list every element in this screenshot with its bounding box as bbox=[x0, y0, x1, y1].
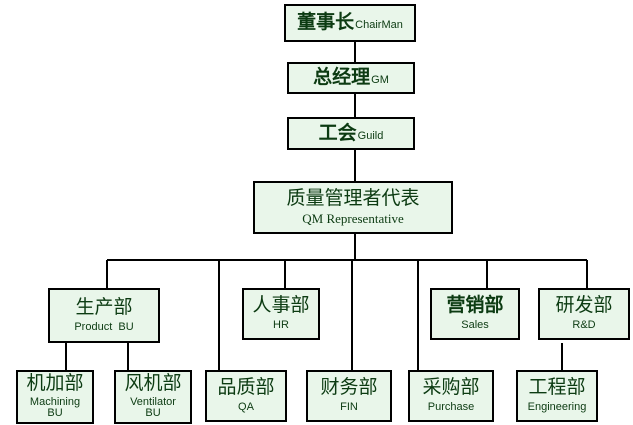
engineering-dept-box: 工程部 Engineering bbox=[516, 370, 598, 422]
sales-cn: 营销部 bbox=[446, 294, 504, 317]
machining-en-line1: Machining bbox=[29, 395, 81, 408]
sales-dept-box: 营销部 Sales bbox=[430, 288, 520, 340]
qa-en: QA bbox=[238, 401, 254, 414]
ventilator-en-line1: Ventilator bbox=[130, 395, 176, 408]
engineering-en: Engineering bbox=[527, 401, 587, 414]
purchase-cn: 采购部 bbox=[422, 376, 480, 399]
rnd-dept-box: 研发部 R&D bbox=[538, 288, 630, 340]
fin-cn: 财务部 bbox=[320, 376, 378, 399]
qm-en: QM Representative bbox=[302, 211, 404, 227]
production-dept-box: 生产部 Product BU bbox=[48, 288, 160, 343]
machining-en-line2: BU bbox=[47, 407, 63, 420]
machining-cn: 机加部 bbox=[26, 371, 84, 394]
fin-dept-box: 财务部 FIN bbox=[306, 370, 392, 422]
production-en: Product BU bbox=[74, 320, 134, 333]
qm-representative-box: 质量管理者代表 QM Representative bbox=[253, 181, 453, 234]
production-cn: 生产部 bbox=[75, 295, 133, 318]
hr-dept-box: 人事部 HR bbox=[242, 288, 320, 340]
fin-en: FIN bbox=[340, 401, 358, 414]
ventilator-dept-box: 风机部 Ventilator BU bbox=[114, 370, 192, 424]
ventilator-cn: 风机部 bbox=[124, 371, 182, 394]
qm-cn: 质量管理者代表 bbox=[286, 187, 420, 210]
guild-en: Guild bbox=[357, 129, 384, 142]
qa-dept-box: 品质部 QA bbox=[205, 370, 287, 422]
rnd-en: R&D bbox=[572, 319, 596, 332]
gm-cn: 总经理 bbox=[313, 66, 371, 89]
rnd-cn: 研发部 bbox=[555, 294, 613, 317]
chairman-cn: 董事长 bbox=[297, 11, 355, 34]
hr-cn: 人事部 bbox=[252, 294, 310, 317]
sales-en: Sales bbox=[461, 319, 489, 332]
ventilator-en-line2: BU bbox=[145, 407, 161, 420]
purchase-dept-box: 采购部 Purchase bbox=[408, 370, 494, 422]
hr-en: HR bbox=[273, 319, 289, 332]
purchase-en: Purchase bbox=[427, 401, 475, 414]
gm-en: GM bbox=[371, 74, 389, 87]
chairman-en: ChairMan bbox=[355, 19, 403, 32]
machining-dept-box: 机加部 Machining BU bbox=[16, 370, 94, 424]
engineering-cn: 工程部 bbox=[528, 376, 586, 399]
qa-cn: 品质部 bbox=[217, 376, 275, 399]
guild-cn: 工会 bbox=[318, 121, 357, 144]
